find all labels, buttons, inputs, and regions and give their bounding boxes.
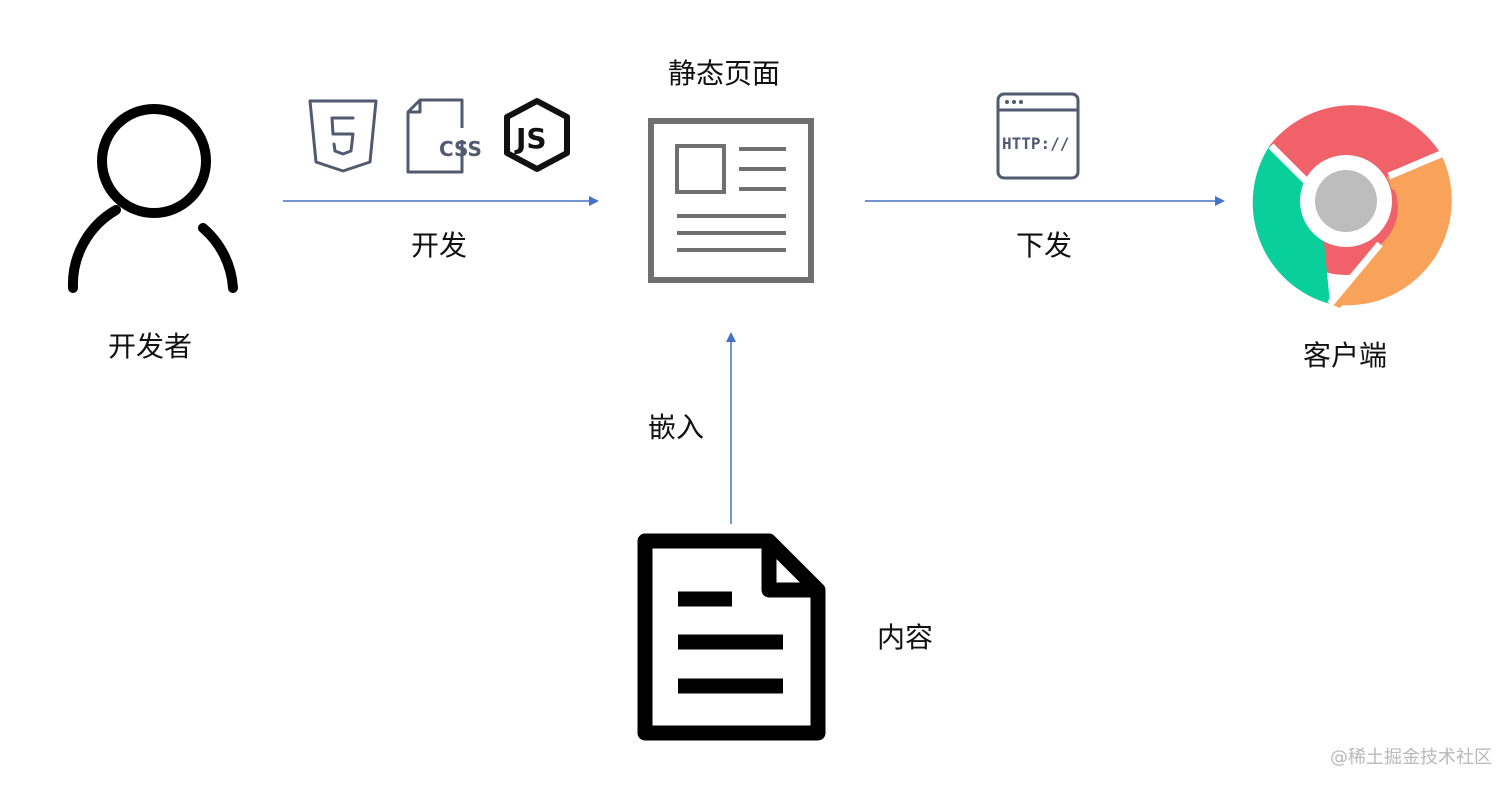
node-label-client: 客户端 — [1303, 339, 1388, 372]
edge-label-deliver: 下发 — [1016, 229, 1073, 262]
arrow-develop — [283, 194, 599, 208]
node-label-static-page: 静态页面 — [668, 57, 781, 90]
http-browser-icon: HTTP:// — [996, 92, 1080, 180]
css-icon-text: CSS — [439, 137, 482, 161]
web-page-icon — [648, 118, 814, 283]
css-file-icon: CSS — [405, 98, 485, 174]
edge-label-embed: 嵌入 — [648, 411, 705, 444]
edge-label-develop: 开发 — [411, 229, 468, 262]
nodejs-icon: JS — [503, 98, 571, 172]
node-label-content: 内容 — [877, 621, 934, 654]
document-icon — [637, 533, 827, 742]
js-icon-text: JS — [514, 122, 547, 155]
watermark-text: @稀土掘金技术社区 — [1330, 747, 1492, 768]
http-icon-text: HTTP:// — [1002, 134, 1069, 153]
arrow-embed — [724, 332, 738, 524]
node-label-developer: 开发者 — [108, 330, 193, 363]
chrome-browser-icon — [1239, 94, 1453, 308]
html5-icon — [307, 98, 379, 174]
person-icon — [66, 104, 240, 294]
arrow-deliver — [865, 194, 1225, 208]
